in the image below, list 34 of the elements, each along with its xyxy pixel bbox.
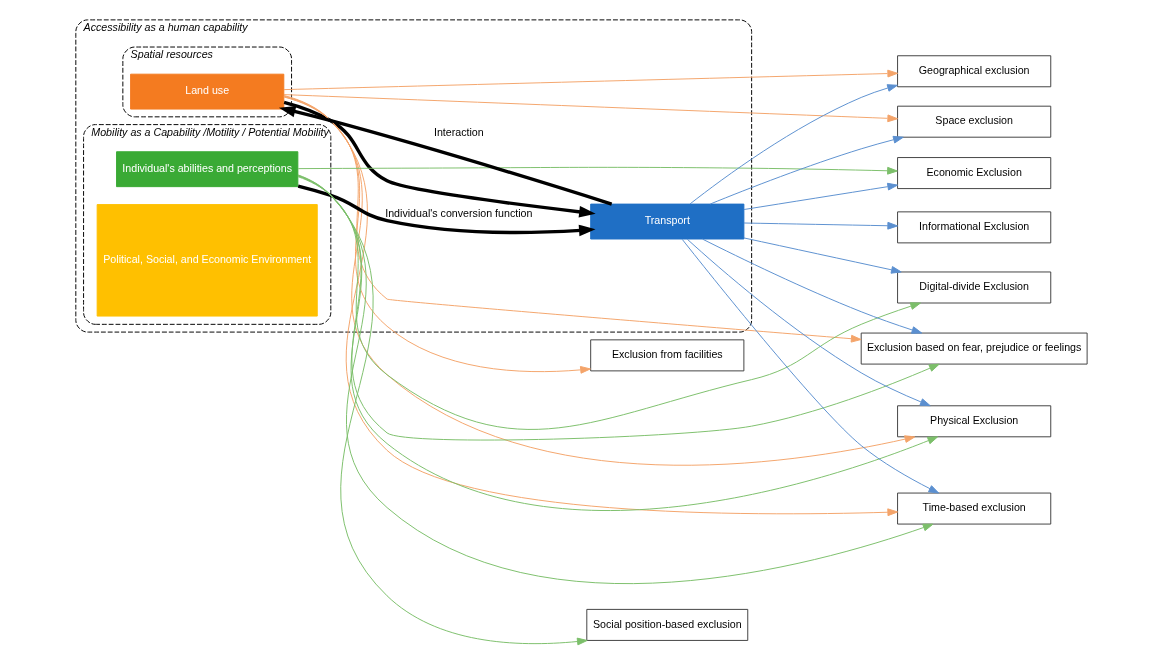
node-box: Exclusion based on fear, prejudice or feelings <box>860 332 1088 365</box>
node-box: Physical Exclusion <box>897 405 1052 438</box>
arrow <box>283 100 596 218</box>
node-box: Economic Exclusion <box>897 157 1052 190</box>
node-box: Space exclusion <box>897 105 1052 138</box>
arrow <box>297 184 596 237</box>
arrow <box>743 237 902 274</box>
arrow <box>743 182 899 210</box>
node-box: Political, Social, and Economic Environment <box>96 204 318 317</box>
arrow <box>709 135 904 205</box>
node-box: Individual's abilities and perceptions <box>116 151 299 188</box>
arrow <box>283 94 899 123</box>
node-box: Social position-based exclusion <box>586 608 749 641</box>
node-box: Land use <box>130 73 285 110</box>
arrow <box>297 174 588 646</box>
arrow <box>283 96 862 343</box>
node-box: Time-based exclusion <box>897 492 1052 525</box>
node-box: Digital-divide Exclusion <box>897 271 1052 304</box>
node-box: Transport <box>590 203 745 240</box>
arrow <box>297 175 939 511</box>
node-box: Exclusion from facilities <box>590 339 745 372</box>
arrow <box>297 174 934 585</box>
arrow <box>743 221 899 230</box>
arrow <box>278 105 613 206</box>
node-box: Geographical exclusion <box>897 55 1052 88</box>
edge-label: Interaction <box>433 126 484 139</box>
arrow <box>297 166 898 175</box>
arrow <box>681 238 940 494</box>
edge-label: Individual's conversion function <box>385 207 533 220</box>
node-box: Informational Exclusion <box>897 211 1052 244</box>
arrow <box>702 238 923 334</box>
arrow <box>686 238 931 407</box>
arrow <box>283 69 899 91</box>
arrow <box>689 84 898 205</box>
